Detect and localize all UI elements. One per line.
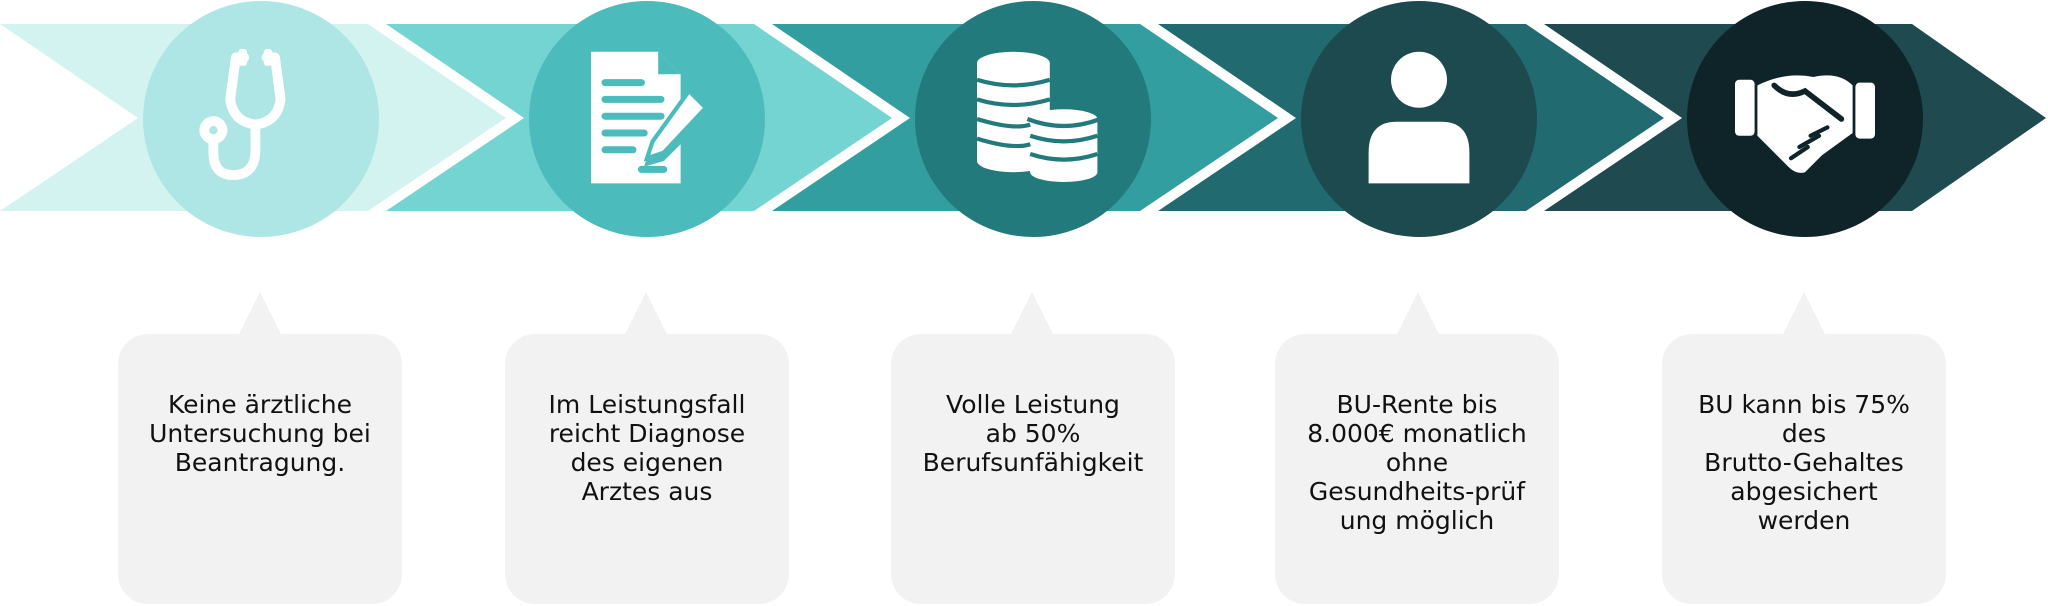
step-4-card: BU-Rente bis 8.000€ monatlich ohne Gesun… (1275, 334, 1559, 604)
step-3-text: Volle Leistung ab 50% Berufsunfähigkeit (922, 390, 1144, 477)
step-4-circle (1301, 1, 1537, 237)
step-5-pointer (1782, 292, 1826, 336)
step-1-circle (143, 1, 379, 237)
step-1-pointer (238, 292, 282, 336)
step-5-text: BU kann bis 75% des Brutto-Gehaltes abge… (1698, 390, 1910, 535)
step-2-pointer (624, 292, 668, 336)
step-1-text: Keine ärztliche Untersuchung bei Beantra… (149, 390, 371, 477)
step-5-circle (1687, 1, 1923, 237)
step-4-pointer (1396, 292, 1440, 336)
step-2-card: Im Leistungsfall reicht Diagnose des eig… (505, 334, 789, 604)
step-3-pointer (1010, 292, 1054, 336)
step-3-card: Volle Leistung ab 50% Berufsunfähigkeit (891, 334, 1175, 604)
person-icon (1368, 51, 1470, 184)
handshake-icon (1735, 75, 1875, 173)
stethoscope-icon (199, 49, 286, 180)
document-pen-icon (591, 51, 709, 184)
step-3-circle (915, 1, 1151, 237)
coins-icon (976, 51, 1101, 182)
step-2-text: Im Leistungsfall reicht Diagnose des eig… (548, 390, 746, 506)
step-4-text: BU-Rente bis 8.000€ monatlich ohne Gesun… (1307, 390, 1527, 535)
step-2-circle (529, 1, 765, 237)
step-5-card: BU kann bis 75% des Brutto-Gehaltes abge… (1662, 334, 1946, 604)
step-1-card: Keine ärztliche Untersuchung bei Beantra… (118, 334, 402, 604)
